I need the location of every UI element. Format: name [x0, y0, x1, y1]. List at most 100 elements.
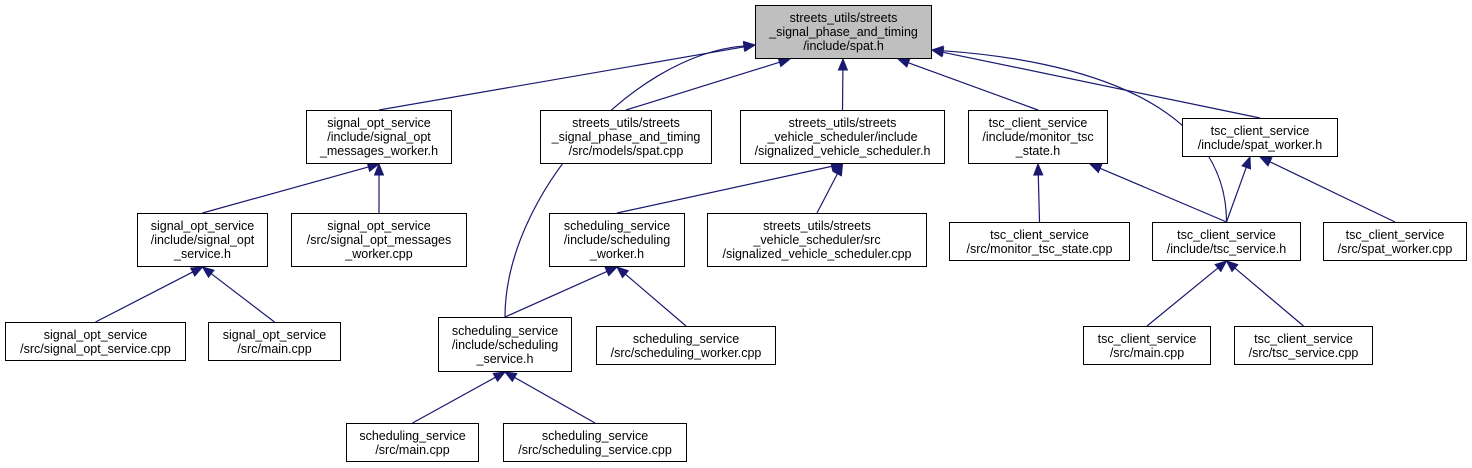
node-line: /src/scheduling_service.cpp [518, 442, 672, 457]
edge-line [1268, 160, 1396, 223]
node-line: streets_utils/streets [789, 11, 898, 25]
edge-arrowhead [492, 371, 507, 383]
node-line: /signalized_vehicle_scheduler.cpp [722, 247, 912, 261]
node-scheduling-worker-h[interactable]: scheduling_service /include/scheduling _… [549, 213, 685, 267]
edge-line [378, 46, 746, 111]
node-line: _worker.cpp [345, 247, 413, 261]
edge-line [816, 172, 839, 214]
edge-sched_main_cpp-to-sched_service_h [412, 371, 507, 424]
node-line: scheduling_service [451, 323, 559, 338]
edge-sched_service_h-to-sched_worker_h [504, 266, 619, 318]
node-line: tsc_client_service [1210, 123, 1310, 138]
edge-sched_worker_cpp-to-sched_worker_h [615, 266, 687, 327]
node-monitor-tsc-state-cpp[interactable]: tsc_client_service /src/monitor_tsc_stat… [949, 222, 1130, 261]
node-line: _vehicle_scheduler/include [767, 130, 918, 144]
node-line: /src/signal_opt_messages [306, 233, 452, 247]
node-line: signal_opt_service [327, 116, 431, 130]
edge-sig_service_cpp-to-sig_service_h [95, 266, 204, 323]
node-line: /include/signal_opt [150, 233, 255, 247]
node-signalized-vehicle-scheduler-cpp[interactable]: streets_utils/streets _vehicle_scheduler… [707, 213, 927, 267]
node-line: /signalized_vehicle_scheduler.h [754, 144, 931, 158]
edge-arrowhead [1033, 162, 1044, 176]
edge-line [941, 51, 1261, 119]
edge-arrowhead [1258, 156, 1273, 167]
node-scheduling-service-cpp[interactable]: scheduling_service /src/scheduling_servi… [503, 423, 687, 462]
edge-mon_tsc_h-to-spat_h [896, 58, 1039, 111]
edge-line [1098, 167, 1227, 223]
node-signal-opt-service-cpp[interactable]: signal_opt_service /src/signal_opt_servi… [5, 322, 186, 361]
edge-line [513, 376, 596, 424]
node-line: /include/scheduling [563, 233, 671, 247]
edge-line [1146, 266, 1220, 327]
edge-arrowhead [1241, 155, 1252, 170]
node-line: signal_opt_service [327, 219, 431, 233]
node-models-spat-cpp[interactable]: streets_utils/streets _signal_phase_and_… [540, 110, 712, 164]
node-line: /src/main.cpp [375, 442, 450, 457]
edge-spat_worker_cpp-to-spat_worker_h [1258, 156, 1396, 223]
node-scheduling-service-h[interactable]: scheduling_service /include/scheduling _… [438, 317, 572, 372]
edge-arrowhead [373, 162, 385, 176]
node-line: /src/spat_worker.cpp [1337, 241, 1453, 256]
node-signal-opt-main-cpp[interactable]: signal_opt_service /src/main.cpp [208, 322, 341, 361]
node-line: _service.h [174, 247, 231, 261]
node-line: _worker.h [589, 247, 645, 261]
edge-arrowhead [1088, 163, 1103, 174]
node-line: tsc_client_service [1254, 331, 1353, 346]
node-line: scheduling_service [563, 219, 671, 233]
node-line: /src/scheduling_worker.cpp [610, 345, 762, 360]
edge-line [941, 50, 1228, 223]
node-scheduling-main-cpp[interactable]: scheduling_service /src/main.cpp [346, 423, 479, 462]
node-line: /include/spat_worker.h [1197, 137, 1323, 152]
edge-arrowhead [896, 58, 911, 68]
edge-sig_vs_h-to-spat_h [837, 57, 849, 111]
node-line: signal_opt_service [43, 327, 148, 342]
node-signal-opt-messages-worker-cpp[interactable]: signal_opt_service /src/signal_opt_messa… [291, 213, 467, 267]
edge-mon_tsc_cpp-to-mon_tsc_h [1033, 162, 1044, 223]
edge-sig_worker_h-to-spat_h [378, 41, 757, 111]
node-line: _messages_worker.h [319, 144, 439, 158]
node-line: scheduling_service [541, 428, 649, 443]
node-line: tsc_client_service [1097, 331, 1197, 346]
edge-line [1037, 173, 1041, 223]
edge-sig_vs_cpp-to-sig_vs_h [816, 162, 844, 214]
node-line: _state.h [1015, 144, 1061, 158]
edge-line [504, 45, 746, 318]
node-signalized-vehicle-scheduler-h[interactable]: streets_utils/streets _vehicle_scheduler… [740, 110, 945, 164]
node-line: _signal_phase_and_timing [769, 25, 918, 39]
node-line: /include/tsc_service.h [1166, 241, 1287, 256]
edge-tsc_main_cpp-to-tsc_service_h [1146, 260, 1228, 327]
node-line: /src/main.cpp [1109, 345, 1185, 360]
edge-tsc_service_h-to-spat_worker_h [1225, 155, 1252, 223]
node-line: streets_utils/streets [572, 116, 680, 130]
edge-line [1233, 266, 1304, 327]
node-line: signal_opt_service [150, 219, 255, 233]
node-line: /src/monitor_tsc_state.cpp [966, 241, 1113, 256]
node-line: /include/scheduling [451, 337, 559, 352]
edge-line [504, 270, 609, 318]
node-tsc-service-cpp[interactable]: tsc_client_service /src/tsc_service.cpp [1234, 326, 1373, 365]
edge-line [202, 166, 370, 214]
node-spat-worker-h[interactable]: tsc_client_service /include/spat_worker.… [1182, 118, 1338, 157]
edge-arrowhead [1225, 260, 1239, 273]
edge-arrowhead [930, 45, 944, 57]
edge-tsc_service_h-to-mon_tsc_h [1088, 163, 1227, 223]
edge-sig_service_h-to-sig_worker_h [202, 162, 381, 214]
node-monitor-tsc-state-h[interactable]: tsc_client_service /include/monitor_tsc … [968, 110, 1108, 164]
edge-line [907, 61, 1039, 111]
node-signal-opt-messages-worker-h[interactable]: signal_opt_service /include/signal_opt _… [306, 110, 452, 164]
node-scheduling-worker-cpp[interactable]: scheduling_service /src/scheduling_worke… [596, 326, 776, 365]
node-tsc-main-cpp[interactable]: tsc_client_service /src/main.cpp [1083, 326, 1211, 365]
node-tsc-service-h[interactable]: tsc_client_service /include/tsc_service.… [1152, 222, 1301, 261]
edge-line [1225, 166, 1248, 223]
edge-arrowhead [503, 371, 518, 383]
node-line: /src/main.cpp [237, 341, 312, 356]
node-signal-opt-service-h[interactable]: signal_opt_service /include/signal_opt _… [137, 213, 268, 267]
node-spat-worker-cpp[interactable]: tsc_client_service /src/spat_worker.cpp [1323, 222, 1467, 261]
node-line: tsc_client_service [1345, 227, 1445, 242]
node-line: /include/spat.h [803, 39, 884, 53]
edge-line [625, 61, 781, 111]
node-line: tsc_client_service [988, 116, 1088, 130]
node-line: signal_opt_service [222, 327, 327, 342]
edge-tsc_service_cpp-to-tsc_service_h [1225, 260, 1304, 327]
